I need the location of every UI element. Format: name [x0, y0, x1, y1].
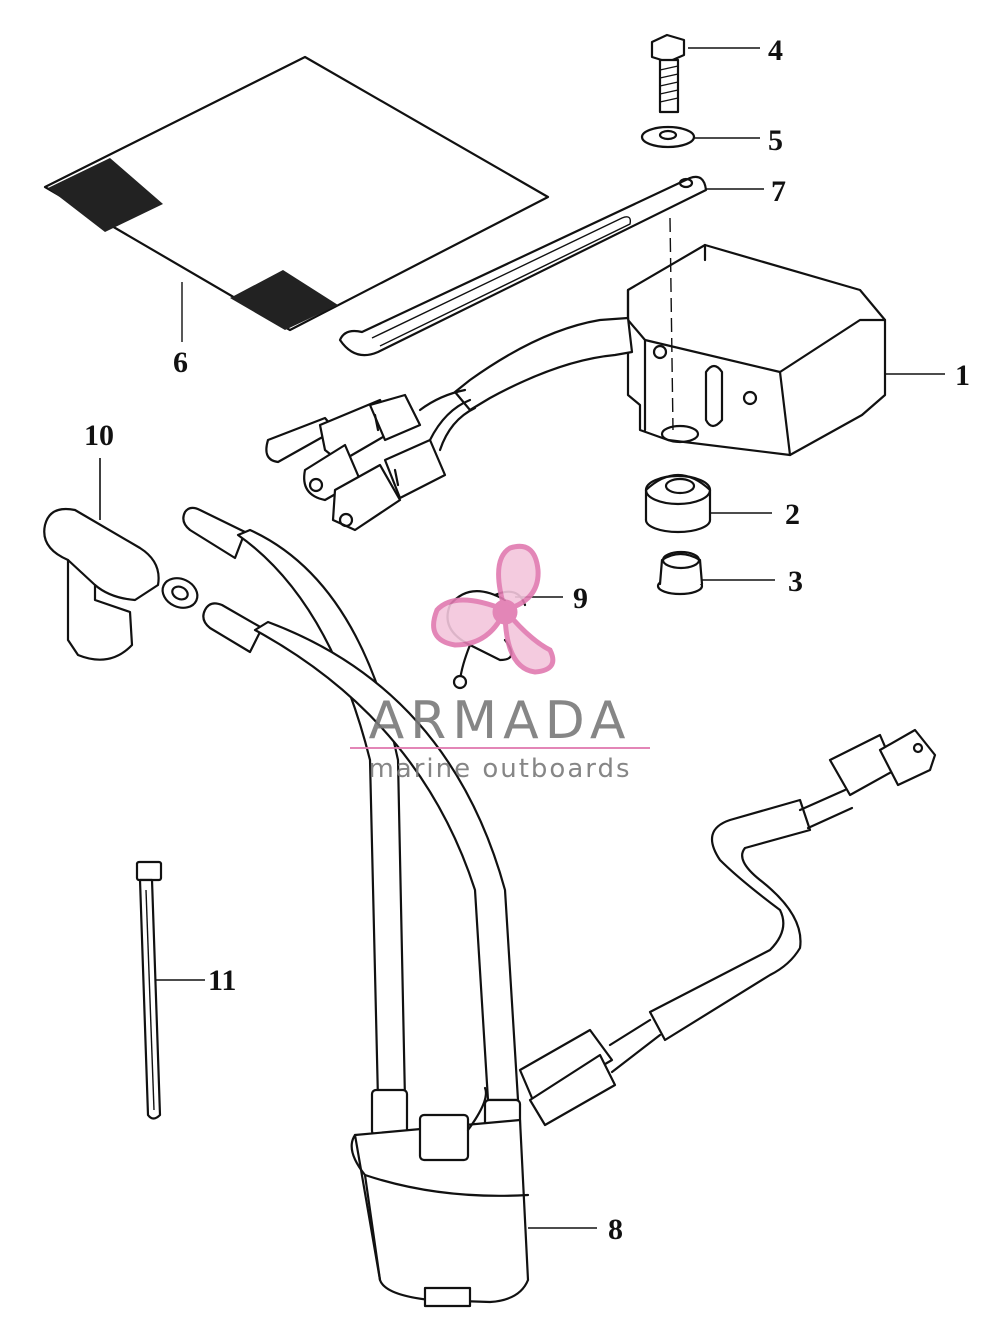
- callout-6: 6: [173, 346, 188, 379]
- leader-lines: [99, 47, 945, 1229]
- part-3-collar: [656, 550, 704, 596]
- callout-2: 2: [785, 498, 800, 531]
- callout-7: 7: [771, 175, 786, 208]
- alignment-line: [669, 217, 674, 431]
- part-4-bolt: [650, 33, 686, 114]
- callout-11: 11: [208, 964, 236, 997]
- part-10-plug-cap: [43, 507, 199, 661]
- callout-labels: 1 2 3 4 5 6 7 8 9 10 11: [84, 34, 970, 1246]
- part-1-cdi-unit: [453, 243, 887, 457]
- callout-1: 1: [955, 359, 970, 392]
- part-11-cable-tie: [135, 860, 163, 1120]
- part-2-grommet: [644, 474, 712, 534]
- watermark-tagline: marine outboards: [368, 754, 631, 784]
- part-5-washer: [640, 125, 696, 149]
- propeller-icon: [431, 543, 556, 675]
- callout-3: 3: [788, 565, 803, 598]
- cdi-connectors: [265, 388, 477, 532]
- callout-4: 4: [768, 34, 783, 67]
- watermark-brand: ARMADA: [369, 691, 632, 751]
- callout-9: 9: [573, 582, 588, 615]
- part-6-sheet: [43, 55, 550, 342]
- callout-8: 8: [608, 1213, 623, 1246]
- callout-10: 10: [84, 419, 114, 452]
- part-7-strap: [338, 175, 708, 357]
- watermark-logo: ARMADA marine outboards: [350, 543, 650, 784]
- part-8-ignition-coil: [182, 506, 937, 1308]
- callout-5: 5: [768, 124, 783, 157]
